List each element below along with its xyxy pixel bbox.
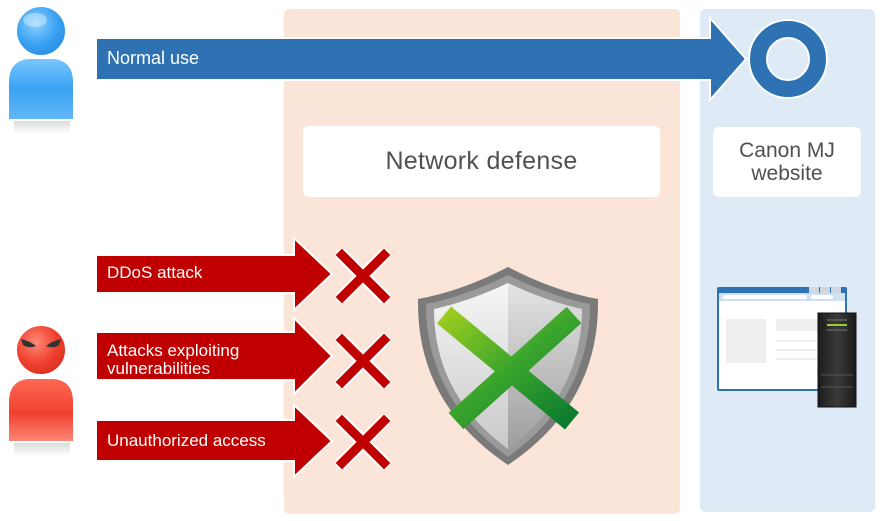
attack-label-unauthorized: Unauthorized access [107,431,266,450]
website-label-line-1: Canon MJ [739,139,835,162]
user-icon [7,5,75,134]
attack-label-vulnerabilities: Attacks exploiting vulnerabilities [107,342,239,378]
attack-label-vulnerabilities-line-2: vulnerabilities [107,359,210,378]
website-label: Canon MJ website [713,127,861,197]
shield-icon [417,267,599,465]
normal-use-arrow [95,16,748,102]
cross-icon [336,415,390,469]
attack-arrow-ddos [95,236,334,312]
network-defense-text: Network defense [385,147,578,175]
attack-arrow-unauthorized [95,403,334,479]
attack-arrow-vulnerabilities [95,316,334,396]
attack-label-ddos: DDoS attack [107,263,203,282]
attack-label-vulnerabilities-line-1: Attacks exploiting [107,341,240,360]
attacker-icon [7,324,75,456]
website-label-line-2: website [751,162,823,185]
cross-icon [336,334,390,388]
browser-server-icon [717,287,857,408]
network-defense-label: Network defense [303,126,660,197]
circle-ok-icon [748,19,828,99]
cross-icon [336,249,390,303]
normal-use-label: Normal use [107,48,200,68]
